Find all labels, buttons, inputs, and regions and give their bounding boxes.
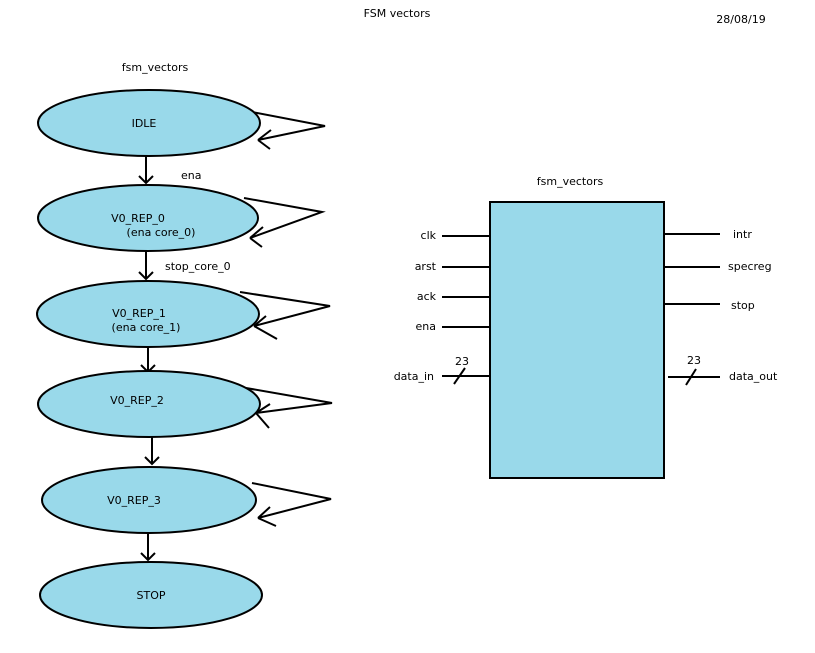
input-label-arst: arst [415, 260, 437, 273]
block-title: fsm_vectors [537, 175, 604, 188]
state-stop: STOP [39, 561, 263, 629]
output-label-specreg: specreg [728, 260, 772, 273]
input-label-ena: ena [416, 320, 436, 333]
transition-arrow-rep2-to-rep3 [144, 437, 160, 466]
self-loop-idle [251, 111, 326, 150]
date-label: 28/08/19 [716, 13, 765, 26]
self-loop-v0-rep-0 [243, 197, 326, 248]
output-label-intr: intr [733, 228, 752, 241]
transition-arrows [138, 155, 160, 562]
transition-label-ena: ena [181, 169, 201, 182]
self-loop-v0-rep-3 [251, 482, 332, 527]
transition-arrow-rep0-to-rep1 [138, 250, 154, 281]
state-v0-rep-3-label: V0_REP_3 [107, 494, 161, 507]
page-title: FSM vectors [364, 7, 431, 20]
output-bus-width: 23 [687, 354, 701, 367]
block-body [489, 201, 665, 479]
state-v0-rep-0-label: V0_REP_0 [111, 212, 165, 225]
state-idle: IDLE [37, 89, 261, 157]
state-diagram-label: fsm_vectors [122, 61, 189, 74]
state-v0-rep-3: V0_REP_3 [41, 466, 257, 534]
state-idle-label: IDLE [132, 117, 157, 130]
input-label-data-in: data_in [394, 370, 434, 383]
state-v0-rep-1-sub: (ena core_1) [112, 321, 181, 334]
self-loop-v0-rep-1 [239, 291, 331, 340]
transition-label-stop-core-0: stop_core_0 [165, 260, 231, 273]
state-v0-rep-0-sub: (ena core_0) [127, 226, 196, 239]
state-v0-rep-0: V0_REP_0 (ena core_0) [37, 184, 259, 252]
state-v0-rep-2: V0_REP_2 [37, 370, 261, 438]
state-v0-rep-1-label: V0_REP_1 [112, 307, 166, 320]
input-bus-slash [453, 367, 466, 385]
input-label-ack: ack [417, 290, 437, 303]
transition-arrow-rep3-to-stop [140, 533, 156, 562]
output-bus-slash [685, 368, 697, 386]
transition-arrow-idle-to-rep0 [138, 155, 154, 185]
transition-arrow-rep1-to-rep2 [140, 347, 156, 374]
state-stop-label: STOP [137, 589, 166, 602]
input-label-clk: clk [421, 229, 437, 242]
state-v0-rep-1: V0_REP_1 (ena core_1) [36, 280, 260, 348]
output-label-data-out: data_out [729, 370, 778, 383]
input-bus-width: 23 [455, 355, 469, 368]
state-v0-rep-2-label: V0_REP_2 [110, 394, 164, 407]
output-label-stop: stop [731, 299, 755, 312]
